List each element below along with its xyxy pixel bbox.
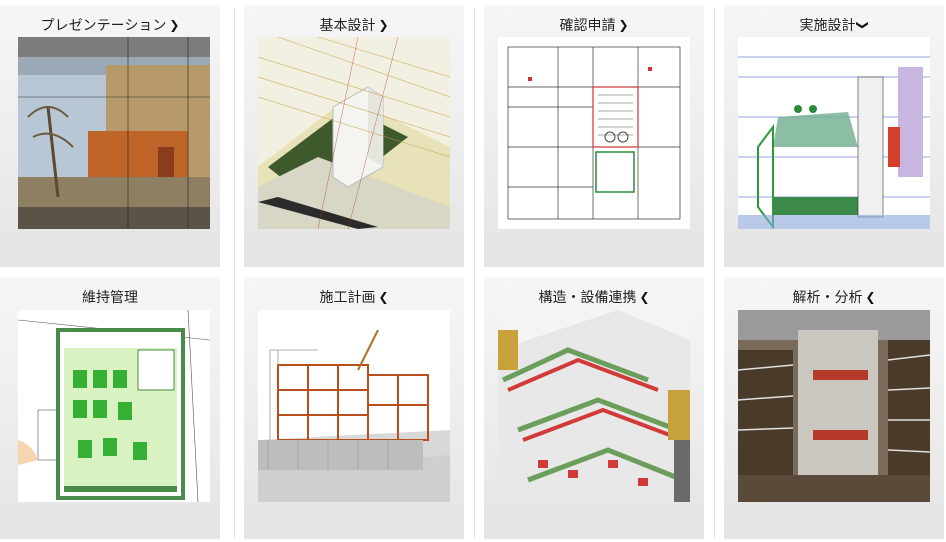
card-construction-planning[interactable]: 施工計画❮ (244, 277, 464, 539)
confirmation-application-thumbnail[interactable] (498, 37, 690, 229)
card-title: 構造・設備連携❮ (538, 290, 650, 306)
chevron-left-icon: ❮ (639, 290, 650, 304)
card-presentation[interactable]: プレゼンテーション❯ (0, 5, 220, 267)
card-analysis[interactable]: 解析・分析❮ (724, 277, 944, 539)
section-drawing-image (738, 37, 930, 229)
analysis-thumbnail[interactable] (738, 310, 930, 502)
detailed-design-thumbnail[interactable] (738, 37, 930, 229)
chevron-right-icon: ❯ (378, 18, 389, 32)
chevron-left-icon: ❮ (378, 290, 389, 304)
maintenance-plan-image (18, 310, 210, 502)
card-detailed-design[interactable]: 実施設計❯ (724, 5, 944, 267)
card-title: 維持管理 (82, 290, 138, 306)
card-confirmation-application[interactable]: 確認申請❯ (484, 5, 704, 267)
construction-planning-thumbnail[interactable] (258, 310, 450, 502)
column-divider (714, 8, 715, 538)
chevron-right-icon: ❯ (169, 18, 180, 32)
floor-plan-drawing-image (498, 37, 690, 229)
structure-mep-thumbnail[interactable] (498, 310, 690, 502)
card-basic-design[interactable]: 基本設計❯ (244, 5, 464, 267)
card-title: 解析・分析❮ (792, 290, 876, 306)
column-divider (234, 8, 235, 538)
card-title: 施工計画❮ (319, 290, 389, 306)
card-structure-mep-coordination[interactable]: 構造・設備連携❮ (484, 277, 704, 539)
chevron-left-icon: ❮ (865, 290, 876, 304)
card-title: 基本設計❯ (319, 18, 389, 34)
analysis-render-image (738, 310, 930, 502)
maintenance-thumbnail[interactable] (18, 310, 210, 502)
card-title: 確認申請❯ (559, 18, 629, 34)
construction-3d-image (258, 310, 450, 502)
presentation-thumbnail[interactable] (18, 37, 210, 229)
chevron-down-icon: ❯ (856, 19, 871, 31)
card-title: プレゼンテーション❯ (40, 18, 180, 34)
basic-design-3d-image (258, 37, 450, 229)
mep-3d-image (498, 310, 690, 502)
basic-design-thumbnail[interactable] (258, 37, 450, 229)
chevron-right-icon: ❯ (618, 18, 629, 32)
card-maintenance[interactable]: 維持管理 (0, 277, 220, 539)
column-divider (474, 8, 475, 538)
card-title: 実施設計❯ (799, 18, 871, 34)
presentation-elevation-image (18, 37, 210, 229)
